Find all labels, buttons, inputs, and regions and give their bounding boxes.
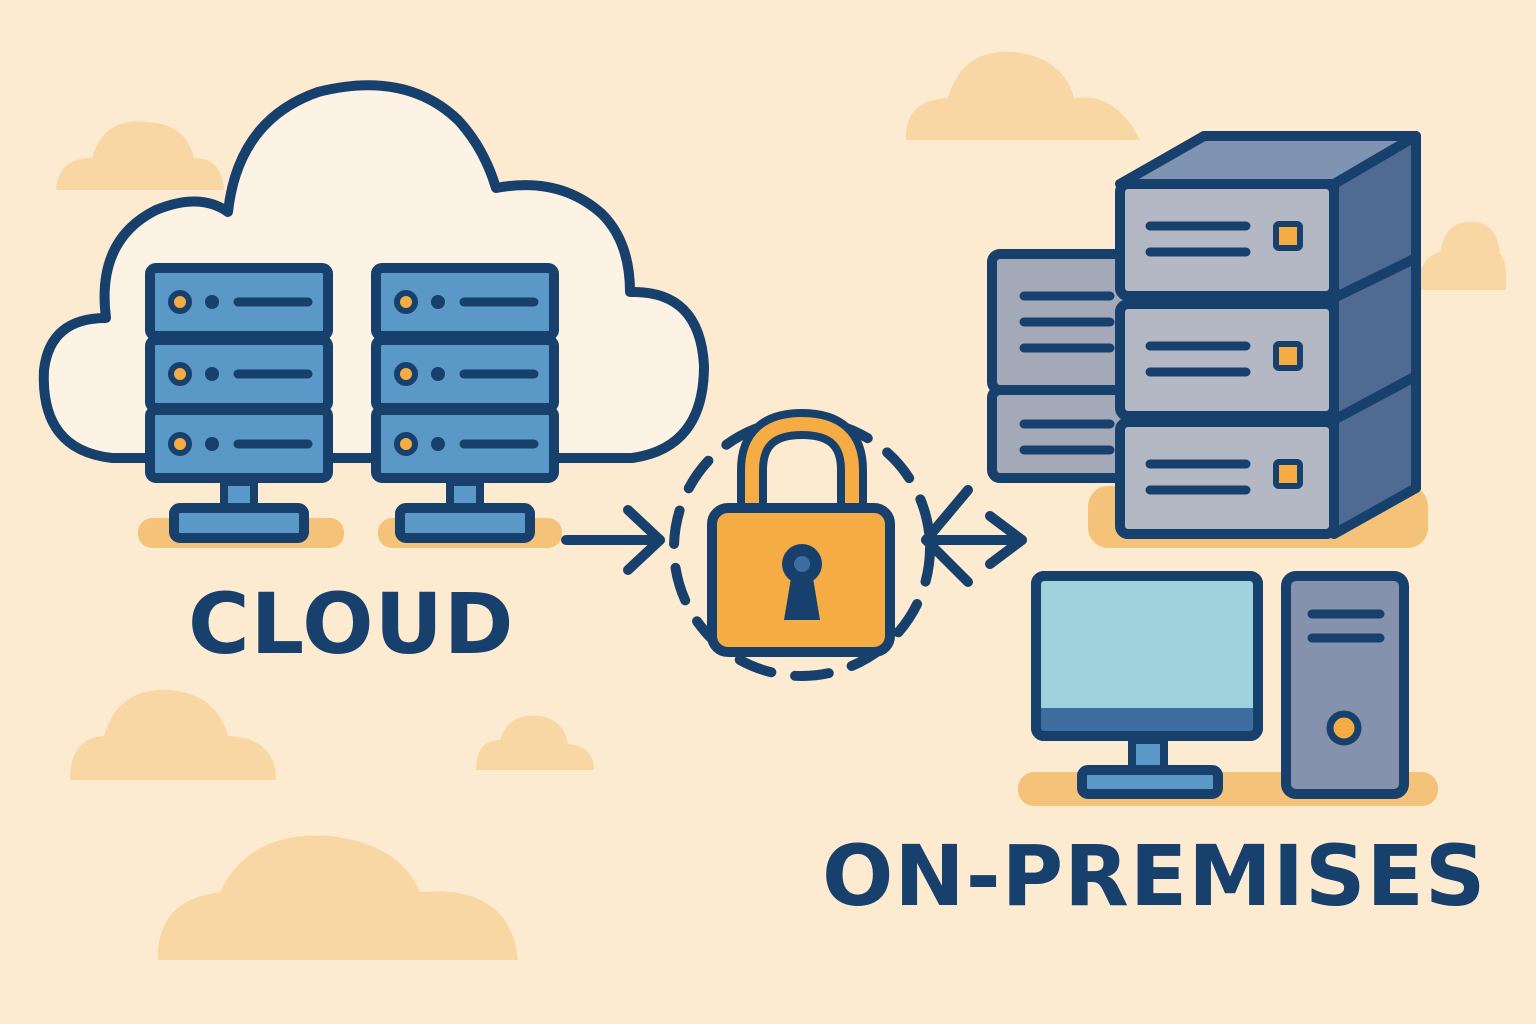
double-arrow-icon [921, 485, 1027, 587]
background-cloud-icon [56, 121, 224, 190]
desktop-monitor-icon [1031, 571, 1263, 799]
on-premises-label: ON-PREMISES [822, 827, 1487, 925]
background-cloud-icon [157, 835, 518, 960]
server-stack-icon [987, 249, 1137, 483]
padlock-icon [707, 408, 895, 657]
background-cloud-icon [1418, 221, 1507, 290]
pc-tower-icon [1281, 571, 1409, 799]
server-rack-icon [376, 268, 554, 543]
background-cloud-icon [476, 715, 594, 770]
background-cloud-icon [70, 689, 276, 780]
arrow-right-icon [561, 505, 665, 575]
server-stack-icon [1115, 131, 1421, 539]
background-cloud-icon [905, 51, 1140, 140]
cloud-label: CLOUD [188, 575, 515, 673]
server-rack-icon [150, 268, 328, 543]
